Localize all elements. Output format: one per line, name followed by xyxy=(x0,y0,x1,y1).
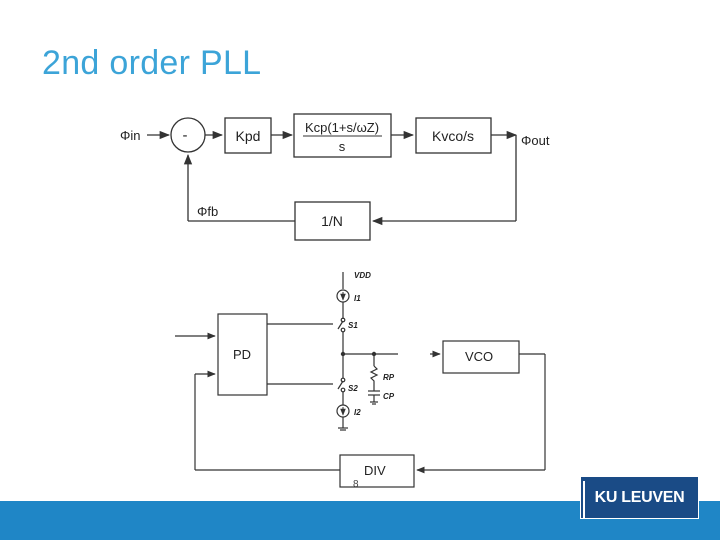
summing-node xyxy=(170,117,206,153)
switch-s1-bottom xyxy=(340,327,346,333)
switch-s2-bottom xyxy=(340,387,346,393)
ku-leuven-logo: KU LEUVEN xyxy=(580,476,699,519)
vco-block xyxy=(442,340,520,374)
resistor-rp xyxy=(369,365,379,386)
phi-in-label: Φin xyxy=(120,128,141,143)
s1-label: S1 xyxy=(348,321,358,330)
phi-out-label: Φout xyxy=(521,133,550,148)
divider-label: 1/N xyxy=(321,213,343,229)
div-label: DIV xyxy=(364,463,386,478)
charge-pump-circuit: PD VDD I1 S1 RP CP S xyxy=(175,271,546,488)
rp-label: RP xyxy=(383,373,395,382)
vdd-label: VDD xyxy=(354,271,371,280)
filter-numerator: Kcp(1+s/ωZ) xyxy=(305,120,379,135)
filter-denominator: s xyxy=(339,139,346,154)
vco-label: VCO xyxy=(465,349,493,364)
block-diagram: Φin - Kpd Kcp(1+s/ωZ) s Kvco/s Φout 1/N … xyxy=(120,113,550,241)
s2-label: S2 xyxy=(348,384,358,393)
i1-label: I1 xyxy=(354,294,361,303)
sum-sign: - xyxy=(183,127,188,144)
pd-block xyxy=(217,313,268,396)
page-number: 8 xyxy=(353,479,359,490)
slide-title: 2nd order PLL xyxy=(42,44,262,82)
kpd-label: Kpd xyxy=(236,128,261,144)
div-block xyxy=(339,454,415,488)
kvco-label: Kvco/s xyxy=(432,128,474,144)
phi-fb-label: Φfb xyxy=(197,204,218,219)
i2-label: I2 xyxy=(354,408,361,417)
pd-label: PD xyxy=(233,347,251,362)
cp-label: CP xyxy=(383,392,395,401)
